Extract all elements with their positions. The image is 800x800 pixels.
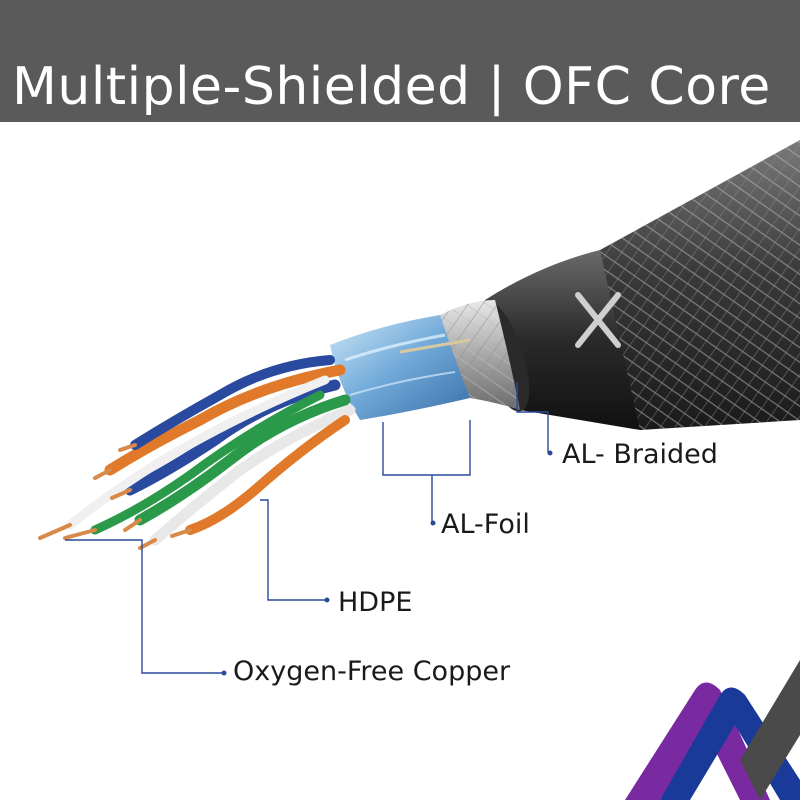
page-title: Multiple-Shielded | OFC Core (12, 57, 771, 117)
label-hdpe: HDPE (338, 587, 413, 618)
foil-shield (330, 315, 470, 420)
corner-brand-mark (625, 660, 800, 800)
twisted-pairs (65, 355, 356, 546)
aluminium-braid (440, 300, 520, 410)
outer-jacket (600, 140, 800, 430)
drain-wire (399, 338, 471, 354)
brand-logo-icon (575, 292, 621, 348)
label-oxygen-free-copper: Oxygen-Free Copper (233, 656, 511, 687)
label-al-braided: AL- Braided (562, 439, 718, 470)
leader-dots (221, 450, 553, 676)
label-al-foil: AL-Foil (441, 509, 530, 540)
header-banner: Multiple-Shielded | OFC Core (0, 0, 800, 122)
leader-lines (65, 382, 549, 674)
